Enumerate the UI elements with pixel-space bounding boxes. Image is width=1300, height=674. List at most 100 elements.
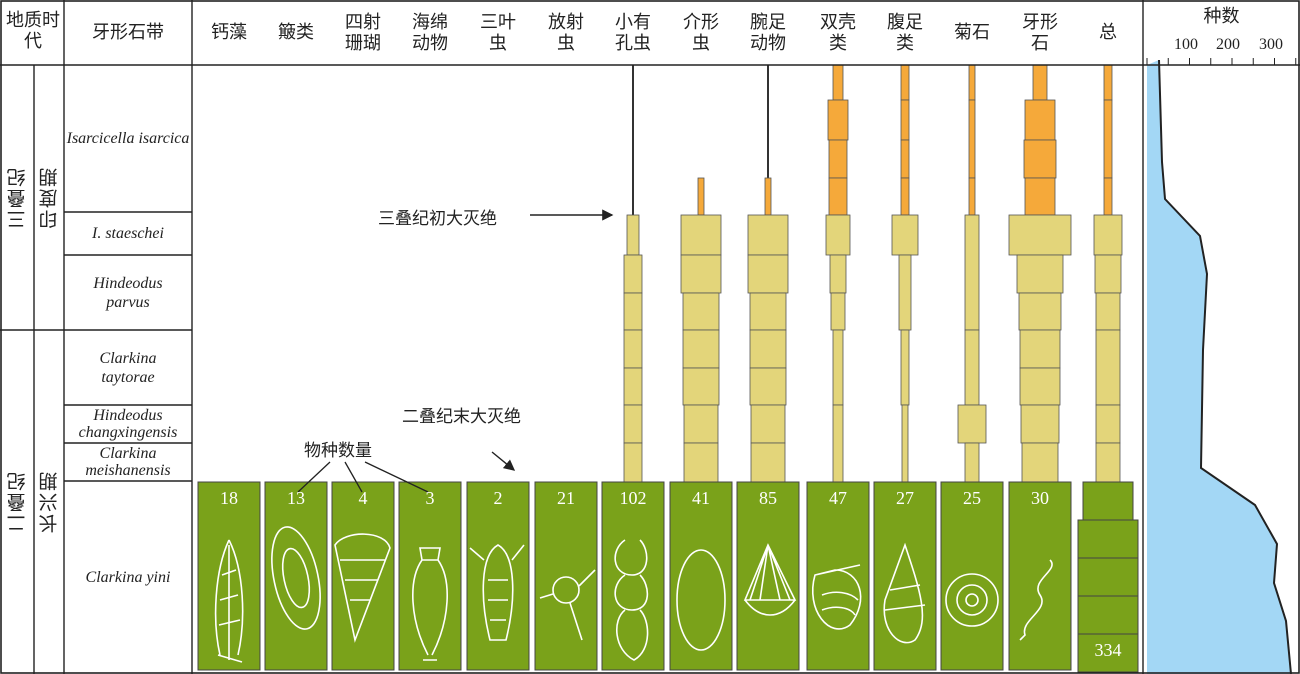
taxon-header: 双壳类 (820, 12, 856, 54)
species-count-pointer (297, 461, 331, 493)
zone-header: 牙形石带 (92, 22, 164, 43)
taxon-box (873, 481, 937, 671)
range-bar-permian (747, 254, 789, 294)
zone-clarkina-yini: Clarkina yini (85, 569, 171, 586)
range-bar-permian (682, 292, 720, 331)
range-bar-triassic (968, 99, 976, 179)
radiolarian-spine-icon (539, 569, 596, 641)
range-bar-triassic (764, 177, 772, 216)
taxon-header: 介形虫 (683, 12, 719, 54)
species-curve-fill (1147, 60, 1291, 674)
taxon-species-count: 18 (220, 488, 238, 508)
range-bar-permian (1095, 442, 1121, 483)
species-count-label: 物种数量 (304, 441, 372, 461)
foraminifer-icon (614, 539, 649, 661)
range-bar-triassic (828, 139, 848, 179)
zone-hindeodus-changxingensis: Hindeodus changxingensis (78, 407, 178, 441)
range-bar-triassic (1024, 177, 1056, 216)
range-bar-permian (832, 329, 844, 406)
taxon-box (264, 481, 328, 671)
taxon-box (1008, 481, 1072, 671)
permian-extinction-arrow (491, 451, 516, 471)
range-bar-triassic (697, 177, 705, 216)
conodont-icon (1019, 559, 1053, 641)
range-bar-permian (626, 214, 640, 256)
range-bar-permian (964, 214, 980, 331)
total-box-segment (1077, 519, 1139, 559)
bivalve-icon (811, 564, 862, 630)
zone-isarcicella-isarcica: Isarcicella isarcica (66, 130, 190, 147)
stage-changhsingian: 长兴期 (38, 470, 61, 534)
taxon-box (940, 481, 1004, 671)
radiolarian-icon (552, 576, 580, 604)
total-box-segment (1077, 557, 1139, 597)
sponge-icon (412, 547, 448, 661)
range-bar-permian (1020, 404, 1060, 444)
species-count-pointer (344, 461, 363, 493)
taxon-header: 腕足动物 (750, 12, 786, 54)
range-bar-triassic (1103, 99, 1113, 179)
axis-tick-200: 200 (1216, 36, 1240, 53)
range-bar-permian (825, 214, 851, 256)
range-bar-triassic (968, 64, 976, 101)
species-header: 种数 (1203, 6, 1240, 27)
range-bar-permian (900, 329, 910, 406)
range-bar-triassic (900, 139, 910, 179)
brachiopod-icon (743, 543, 797, 616)
fusulinid-icon (271, 526, 321, 630)
taxon-species-count: 102 (619, 488, 647, 508)
taxon-species-count: 25 (963, 488, 981, 508)
taxon-species-count: 2 (493, 488, 503, 508)
range-bar-permian (1094, 254, 1122, 294)
calcareous-alga-icon (214, 539, 244, 663)
gastropod-icon (883, 542, 926, 644)
range-bar-permian (964, 329, 980, 406)
taxon-header: 海绵动物 (412, 12, 448, 54)
taxon-header: 簸类 (278, 22, 314, 43)
ammonoid-icon (945, 573, 999, 627)
range-bar-triassic (900, 64, 910, 101)
range-bar-permian (682, 329, 720, 369)
range-bar-triassic (828, 177, 848, 216)
ostracod-icon (676, 549, 726, 651)
taxon-species-count: 334 (1094, 640, 1122, 660)
range-bar-permian (1021, 442, 1059, 483)
taxon-species-count: 21 (557, 488, 575, 508)
era-header: 地质时代 (6, 10, 60, 52)
permian-extinction-label: 二叠纪末大灭绝 (402, 407, 521, 427)
fusulinid-inner-icon (281, 547, 311, 609)
range-bar-permian (623, 367, 643, 406)
range-bar-triassic (900, 99, 910, 141)
species-curve-line (1158, 59, 1292, 674)
range-bar-permian (1095, 292, 1121, 331)
taxon-header: 放射虫 (548, 12, 584, 54)
range-bar-permian (1093, 214, 1123, 256)
range-bar-permian (683, 404, 719, 444)
taxon-box (466, 481, 530, 671)
range-bar-permian (1008, 214, 1072, 256)
range-bar-triassic (832, 64, 844, 101)
range-bar-permian (623, 329, 643, 369)
rugose-coral-icon (334, 533, 391, 643)
range-bar-triassic (968, 177, 976, 216)
axis-tick-300: 300 (1259, 36, 1283, 53)
range-bar-permian (683, 442, 719, 483)
taxon-species-count: 85 (759, 488, 777, 508)
range-bar-permian (750, 404, 786, 444)
range-bar-permian (680, 214, 722, 256)
taxon-header: 小有孔虫 (615, 12, 651, 54)
taxon-species-count: 27 (896, 488, 914, 508)
range-bar-triassic (827, 99, 849, 141)
range-bar-permian (623, 292, 643, 331)
zone-hindeodus-parvus: Hindeodus parvus (93, 274, 163, 311)
taxon-box (806, 481, 870, 671)
taxon-box (736, 481, 800, 671)
taxon-species-count: 47 (829, 488, 847, 508)
taxon-species-count: 3 (425, 488, 435, 508)
zone-clarkina-taytorae: Clarkina taytorae (99, 349, 157, 386)
range-bar-permian (1016, 254, 1064, 294)
range-bar-permian (1095, 404, 1121, 444)
